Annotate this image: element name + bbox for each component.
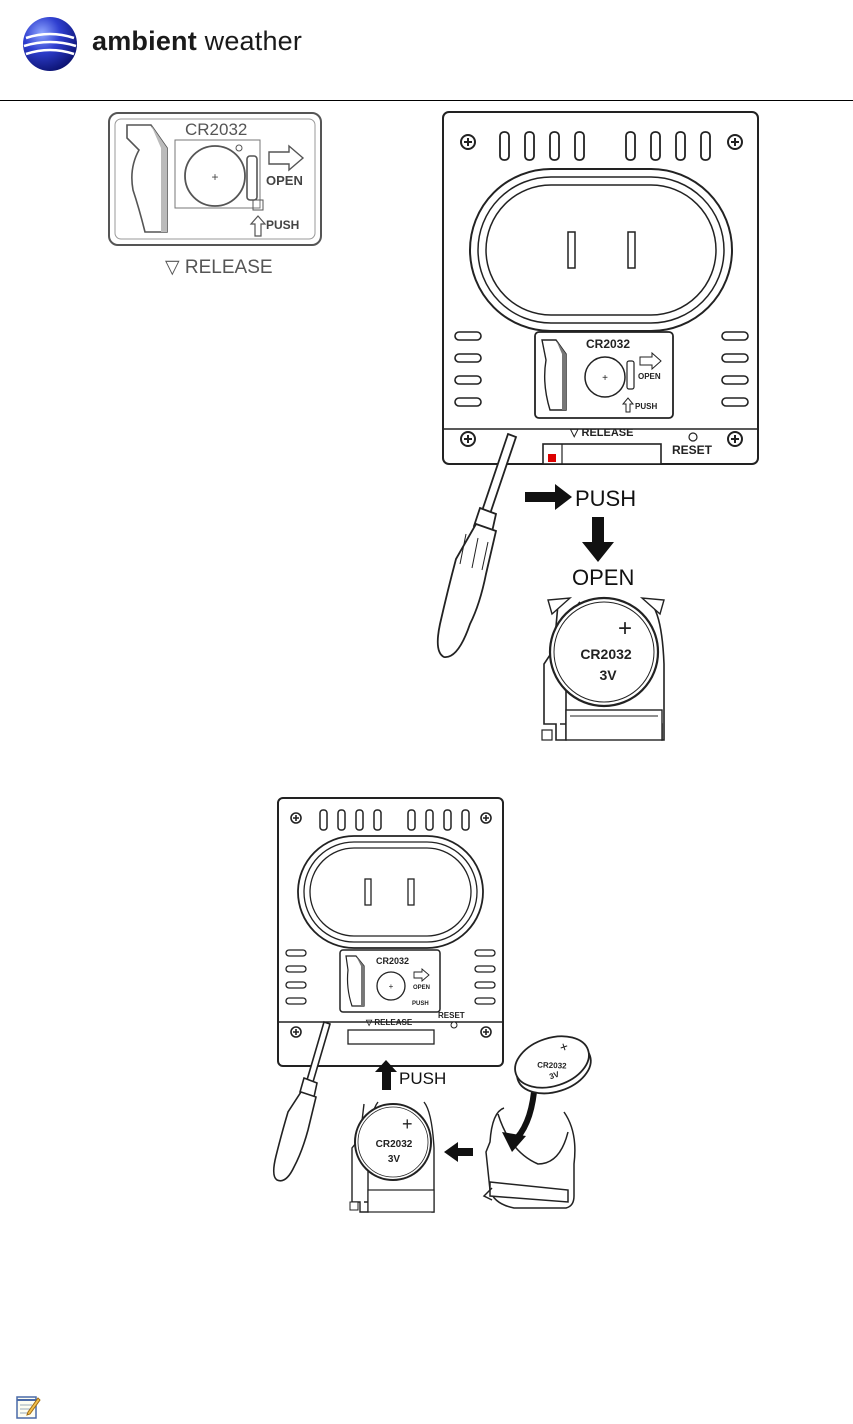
door-push-label: PUSH [635, 402, 657, 411]
battery-plus-sign: + [211, 170, 218, 184]
push-label: PUSH [575, 486, 636, 511]
reset-hole [689, 433, 697, 441]
unit-open-battery-figure: + CR2032 OPEN PUSH ▽ RELEASE RESET PUSH … [430, 104, 775, 749]
door-push-label: PUSH [412, 1001, 429, 1007]
release-label: ▽ RELEASE [165, 257, 273, 278]
open-label: OPEN [266, 173, 303, 188]
loose-cell-model-label: CR2032 [537, 1060, 567, 1070]
notepad-icon [14, 1392, 42, 1420]
reset-label: RESET [438, 1011, 465, 1020]
push-label: PUSH [266, 218, 299, 232]
reset-hole [451, 1022, 457, 1028]
left-arrow-icon [444, 1142, 473, 1162]
door-open-label: OPEN [413, 985, 430, 991]
down-arrow-icon [582, 517, 614, 562]
push-label: PUSH [399, 1069, 446, 1088]
door-battery-label: CR2032 [376, 956, 409, 966]
brand-name: ambient weather [92, 26, 302, 57]
battery-door-detail-figure: + CR2032 OPEN PUSH ▽ RELEASE [105, 108, 330, 283]
unit-insert-battery-figure: + CR2032 OPEN PUSH ▽ RELEASE RESET PUSH … [268, 792, 603, 1222]
cell-plus-sign: + [618, 615, 632, 642]
plug-prong-right [628, 232, 635, 268]
push-right-arrow-icon [525, 484, 572, 510]
plug-prong-right [408, 879, 414, 905]
door-plus-sign: + [602, 373, 608, 384]
battery-model-label: CR2032 [185, 120, 247, 139]
cell-model-label: CR2032 [580, 646, 632, 662]
cell-voltage-label: 3V [388, 1154, 401, 1165]
battery-tray-slot [543, 444, 661, 464]
plug-prong-left [568, 232, 575, 268]
cell-plus-sign: + [402, 1114, 413, 1134]
cell-voltage-label: 3V [599, 667, 617, 683]
loose-coin-cell: + CR2032 3V [508, 1027, 597, 1102]
header-divider [0, 100, 853, 101]
page-header: ambient weather [0, 0, 853, 101]
plug-prong-left [365, 879, 371, 905]
svg-text:+: + [389, 982, 394, 991]
screwdriver-icon [438, 434, 516, 657]
tray-release-catch [548, 454, 556, 462]
cell-model-label: CR2032 [376, 1139, 413, 1150]
reset-label: RESET [672, 443, 713, 457]
globe-logo-icon [22, 16, 78, 72]
release-label: ▽ RELEASE [365, 1018, 413, 1027]
release-label: ▽ RELEASE [569, 427, 633, 439]
battery-tray-slot [348, 1030, 434, 1044]
plug-oval-outer [470, 169, 732, 331]
door-battery-label: CR2032 [586, 337, 630, 351]
open-label: OPEN [572, 565, 634, 590]
plug-oval-outer [298, 836, 483, 948]
door-open-label: OPEN [638, 372, 661, 381]
